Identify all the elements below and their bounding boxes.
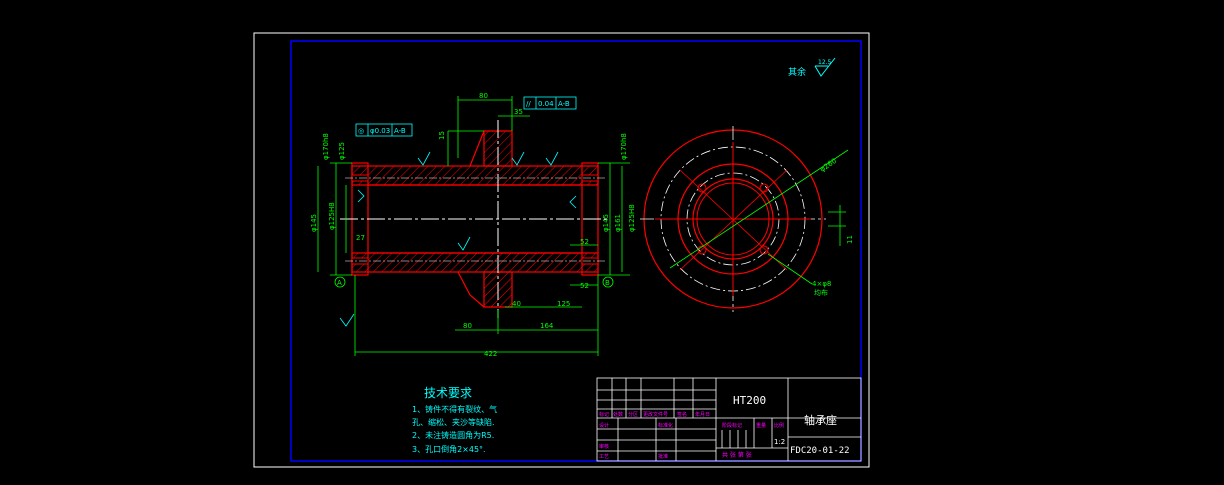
drawing-border [290, 40, 862, 462]
roughness-general: 其余 12.5 [788, 57, 836, 78]
dim-bottom-125: 125 [557, 300, 570, 308]
dim-right-b: φ145 [602, 214, 610, 232]
stage-label-2: 比例 [774, 422, 784, 429]
dim-right-a: φ170h8 [620, 133, 628, 160]
dim-bottom-40: 40 [512, 300, 521, 308]
stage-label-1: 重量 [756, 422, 766, 429]
parallel-datum: A-B [558, 100, 570, 108]
dim-overall: 422 [484, 350, 497, 358]
roughness-marks [339, 151, 577, 327]
roughness-symbol-icon [814, 57, 836, 77]
row-label-4: 签名 [677, 411, 687, 418]
dim-right-inner: φ161 [614, 214, 622, 232]
left-label-0: 设计 [599, 422, 609, 429]
dim-left-small: 27 [356, 234, 365, 242]
datum-markers: A B [334, 276, 614, 288]
dim-left-bore: φ125H8 [328, 202, 336, 230]
roughness-general-label: 其余 [788, 66, 806, 78]
left-label-4: 批准 [658, 453, 668, 460]
dim-top-offset: 35 [514, 108, 523, 116]
holes-note-b: 均布 [814, 288, 828, 297]
sheet-frame [253, 32, 870, 468]
dim-bottom-80: 80 [463, 322, 472, 330]
dimension-text: 80 35 15 φ170h8 φ145 φ125H8 φ125 27 φ170… [310, 92, 636, 358]
side-view-text: φ260 11 4×φ8 均布 [812, 157, 854, 297]
section-view [340, 120, 610, 318]
dim-side-dia: φ260 [819, 157, 838, 174]
tech-requirements: 技术要求 1、铸件不得有裂纹、气 孔、缩松、夹沙等缺陷. 2、未注铸造圆角为R5… [412, 386, 497, 454]
bottom-wall-hatch [351, 252, 599, 273]
top-wall-hatch [351, 165, 599, 186]
side-view [640, 126, 849, 312]
parallel-symbol: // [526, 100, 531, 108]
tech-item-1: 1、铸件不得有裂纹、气 [412, 404, 497, 414]
row-label-0: 标记 [599, 411, 609, 418]
dim-bottom-52a: 52 [580, 238, 589, 246]
tech-item-2: 孔、缩松、夹沙等缺陷. [412, 417, 495, 427]
concentric-datum: A-B [394, 127, 406, 135]
dim-top-width: 80 [479, 92, 488, 100]
roughness-general-value: 12.5 [818, 59, 832, 66]
dim-bottom-52b: 52 [580, 282, 589, 290]
stage-label-0: 阶段标记 [722, 422, 742, 429]
part-name: 轴承座 [804, 413, 837, 427]
title-block [596, 377, 862, 462]
row-label-1: 处数 [613, 411, 623, 418]
datum-b: B [605, 279, 610, 287]
concentric-tolerance-frame: ◎ φ0.03 A-B [355, 123, 413, 137]
left-label-1: 标准化 [658, 422, 673, 429]
dim-left-c: φ125 [338, 142, 346, 160]
dimension-lines [317, 96, 630, 356]
dim-right-bore: φ125H8 [628, 204, 636, 232]
parallel-tolerance-frame: // 0.04 A-B [523, 96, 577, 110]
title-block-text: HT200 轴承座 FDC20-01-22 1:2 标记 处数 分区 更改文件号… [599, 394, 850, 460]
dim-left-b: φ145 [310, 214, 318, 232]
row-label-3: 更改文件号 [643, 411, 668, 418]
dim-bottom-164: 164 [540, 322, 554, 330]
datum-a: A [337, 279, 342, 287]
holes-note-a: 4×φ8 [812, 280, 831, 288]
tech-item-3: 2、未注铸造圆角为R5. [412, 430, 494, 440]
tech-item-4: 3、孔口倒角2×45°. [412, 444, 486, 454]
scale: 1:2 [774, 438, 785, 446]
sheet-label: 共 张 第 张 [722, 451, 752, 459]
row-label-2: 分区 [628, 411, 638, 418]
parallel-value: 0.04 [538, 100, 554, 108]
dim-side-width: 11 [846, 235, 854, 244]
material: HT200 [733, 394, 766, 407]
drawing-number: FDC20-01-22 [790, 446, 850, 456]
left-label-2: 审核 [599, 443, 609, 450]
row-label-5: 年月日 [695, 411, 710, 418]
dim-flange-height: 15 [438, 131, 446, 140]
dim-left-a: φ170h8 [322, 133, 330, 160]
tech-requirements-title: 技术要求 [424, 386, 472, 400]
concentric-value: φ0.03 [370, 127, 390, 135]
concentric-symbol: ◎ [358, 127, 364, 135]
left-label-3: 工艺 [599, 454, 609, 460]
